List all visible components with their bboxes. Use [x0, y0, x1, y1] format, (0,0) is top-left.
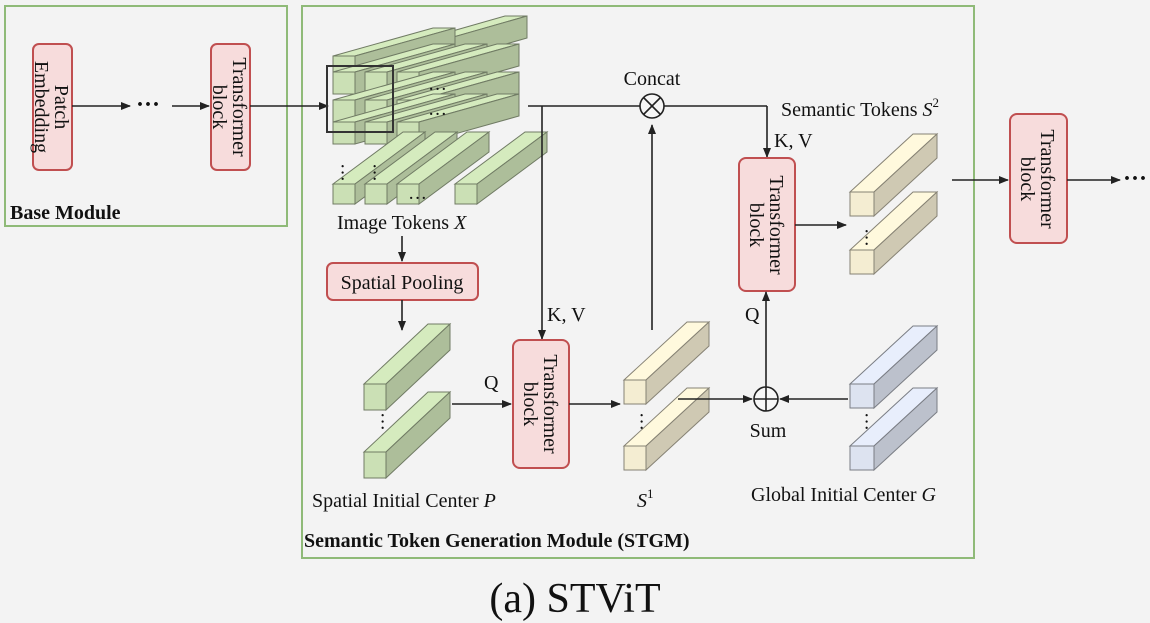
outside-transformer-label-1: Transformer: [1036, 129, 1058, 229]
base-transformer-label-1: Transformer: [228, 57, 250, 157]
s1-token: [622, 386, 711, 472]
stgm-transformer-block-2: Transformer block: [738, 157, 796, 292]
image-tokens-grid: [331, 15, 549, 205]
q-label-2: Q: [745, 304, 760, 326]
sum-operator: [753, 386, 779, 412]
s1-token: [622, 320, 711, 406]
p-token: [362, 390, 452, 480]
patch-embedding-label-1: Patch: [50, 85, 72, 129]
patch-embedding-block: Patch Embedding: [30, 43, 73, 171]
stgm-transformer-2-label-1: Transformer: [765, 175, 787, 275]
grid-dots-3: ···: [408, 188, 427, 209]
stgm-title: Semantic Token Generation Module (STGM): [304, 530, 690, 552]
outside-transformer-label-2: block: [1016, 157, 1038, 201]
stgm-transformer-1-label-1: Transformer: [539, 354, 561, 454]
grid-vdots-2: ···: [364, 163, 385, 182]
p-token: [362, 322, 452, 412]
spatial-initial-center-label: Spatial Initial Center P: [312, 490, 496, 512]
s1-vdots: ···: [631, 412, 652, 431]
base-module-frame: [4, 5, 288, 227]
concat-label: Concat: [624, 68, 681, 90]
stgm-transformer-2-label-2: block: [745, 203, 767, 247]
outside-transformer-block: Transformer block: [1009, 113, 1068, 244]
sum-label: Sum: [750, 420, 787, 442]
g-token: [848, 386, 939, 472]
global-initial-center-tokens: [848, 324, 939, 472]
s1-label: S1: [637, 486, 654, 512]
figure-caption: (a) STViT: [489, 576, 660, 622]
p-vdots: ···: [372, 412, 393, 431]
concat-operator: [639, 93, 665, 119]
outside-ellipsis: ···: [1123, 166, 1147, 192]
stgm-frame: [301, 5, 975, 559]
spatial-initial-center-tokens: [362, 322, 452, 480]
base-transformer-label-2: block: [208, 85, 230, 129]
grid-dots-2: ···: [428, 104, 447, 125]
q-label-1: Q: [484, 372, 499, 394]
image-tokens-highlight: [326, 65, 394, 133]
image-tokens-label: Image Tokens X: [337, 212, 467, 234]
image-token: [395, 131, 491, 205]
s2-token: [848, 190, 939, 276]
grid-vdots-1: ···: [332, 163, 353, 182]
semantic-tokens-label: Semantic Tokens S2: [781, 95, 939, 121]
g-vdots: ···: [856, 412, 877, 431]
stgm-transformer-1-label-2: block: [519, 382, 541, 426]
global-initial-center-label: Global Initial Center G: [751, 484, 937, 506]
base-module-title: Base Module: [10, 202, 121, 224]
spatial-pooling-label: Spatial Pooling: [341, 272, 464, 294]
s1-tokens: [622, 320, 711, 472]
kv-label-1: K, V: [547, 304, 586, 326]
image-token: [453, 131, 549, 205]
s2-vdots: ···: [856, 228, 877, 247]
patch-embedding-label-2: Embedding: [30, 61, 52, 153]
kv-label-2: K, V: [774, 130, 813, 152]
g-token: [848, 324, 939, 410]
grid-dots-1: ···: [428, 79, 447, 100]
base-transformer-block: Transformer block: [208, 43, 251, 171]
stgm-transformer-block-1: Transformer block: [512, 339, 570, 469]
base-ellipsis: ···: [136, 92, 160, 118]
semantic-tokens-s2: [848, 132, 939, 276]
s2-token: [848, 132, 939, 218]
